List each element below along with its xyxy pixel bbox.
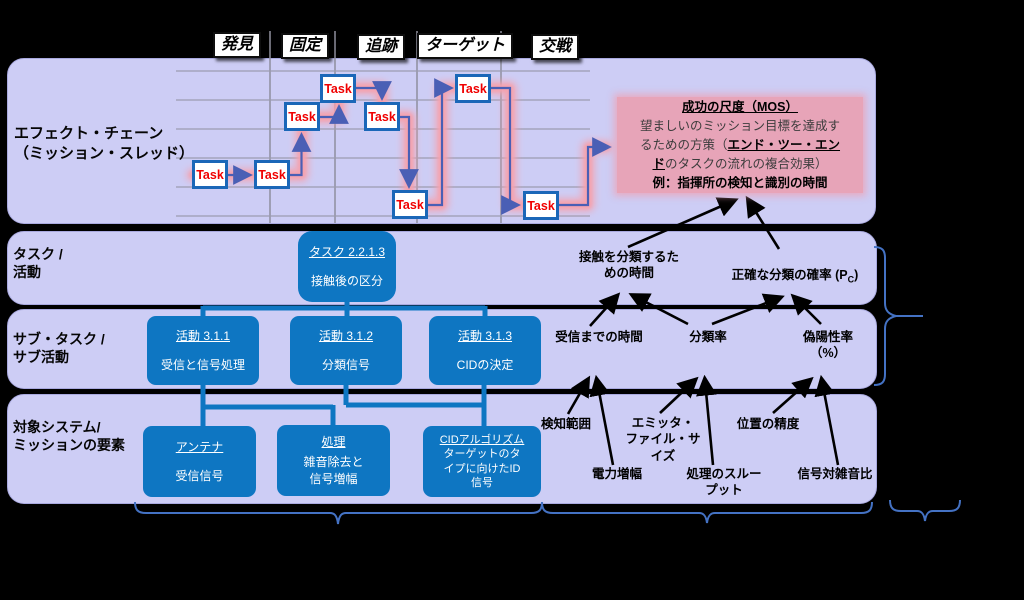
mos-line3: るための方策（エンド・ツー・エン xyxy=(639,138,841,152)
system-processing-box: 処理 雑音除去と 信号増幅 xyxy=(277,425,390,496)
brace-right-vertical xyxy=(873,246,897,386)
panel-task-tier xyxy=(7,231,877,305)
measure-location-accuracy: 位置の精度 xyxy=(736,417,800,431)
brace-bottom-left xyxy=(134,501,543,525)
task-node-2: Task xyxy=(254,160,290,189)
task-node-8: Task xyxy=(523,191,559,220)
measure-power-amplification: 電力増幅 xyxy=(591,467,642,481)
label-subtask-tier: サブ・タスク / サブ活動 xyxy=(13,331,105,366)
mos-title: 成功の尺度（MOS） xyxy=(682,100,798,114)
task-node-3: Task xyxy=(284,102,320,131)
task-node-6: Task xyxy=(392,190,428,219)
phase-header-engage: 交戦 xyxy=(531,34,580,60)
label-system-tier: 対象システム/ ミッションの要素 xyxy=(13,419,125,454)
measure-time-to-classify: 接触を分類するた めの時間 xyxy=(578,250,679,281)
system-cid-algorithm-box: CIDアルゴリズム ターゲットのタ イプに向けたID 信号 xyxy=(423,426,541,497)
brace-bottom-far-right xyxy=(889,499,961,522)
system-processing-body: 雑音除去と 信号増幅 xyxy=(303,455,364,486)
activity-313-box: 活動 3.1.3 CIDの決定 xyxy=(429,316,541,385)
task-node-7: Task xyxy=(455,74,491,103)
task-flow-arrows xyxy=(228,78,612,215)
mos-example: 例：指揮所の検知と識別の時間 xyxy=(652,176,828,190)
activity-313-body: CIDの決定 xyxy=(456,358,514,372)
label-effect-chain: エフェクト・チェーン （ミッション・スレッド） xyxy=(14,125,195,162)
measure-prob-correct-classification: 正確な分類の確率 (PC) xyxy=(731,268,859,285)
activity-312-box: 活動 3.1.2 分類信号 xyxy=(290,316,402,385)
mos-line4: ドのタスクの流れの複合効果） xyxy=(652,157,828,171)
phase-header-fix: 固定 xyxy=(281,33,330,59)
task-node-5: Task xyxy=(364,102,400,131)
activity-311-body: 受信と信号処理 xyxy=(160,358,245,372)
grouping-braces xyxy=(134,246,961,525)
task-2213-box: タスク 2.2.1.3 接触後の区分 xyxy=(298,231,396,302)
measure-time-to-receive: 受信までの時間 xyxy=(555,330,643,344)
system-antenna-body: 受信信号 xyxy=(175,469,224,483)
phase-header-track: 追跡 xyxy=(357,34,406,60)
task-node-4: Task xyxy=(320,74,356,103)
activity-313-title: 活動 3.1.3 xyxy=(457,328,513,343)
system-cid-algorithm-title: CIDアルゴリズム xyxy=(439,433,525,446)
measure-emitter-file-size: エミッタ・ ファイル・サ イズ xyxy=(625,416,701,463)
task-2213-body: 接触後の区分 xyxy=(310,274,383,288)
measure-signal-to-noise-ratio: 信号対雑音比 xyxy=(797,467,873,481)
activity-312-body: 分類信号 xyxy=(321,358,370,372)
phase-header-target: ターゲット xyxy=(417,33,514,59)
activity-312-title: 活動 3.1.2 xyxy=(318,328,374,343)
system-antenna-box: アンテナ 受信信号 xyxy=(143,426,256,497)
measure-processing-throughput: 処理のスルー プット xyxy=(686,467,762,498)
measure-detection-range: 検知範囲 xyxy=(540,417,591,431)
measure-classification-rate: 分類率 xyxy=(689,330,727,344)
brace-bottom-right xyxy=(541,501,873,524)
mos-line2: 望ましいのミッション目標を達成す xyxy=(639,119,840,133)
phase-header-find: 発見 xyxy=(213,32,262,58)
activity-311-box: 活動 3.1.1 受信と信号処理 xyxy=(147,316,259,385)
system-antenna-title: アンテナ xyxy=(175,439,224,454)
task-2213-title: タスク 2.2.1.3 xyxy=(308,244,386,259)
system-processing-title: 処理 xyxy=(321,435,346,450)
label-task-tier: タスク / 活動 xyxy=(13,246,63,281)
system-cid-algorithm-body: ターゲットのタ イプに向けたID 信号 xyxy=(443,448,521,489)
activity-311-title: 活動 3.1.1 xyxy=(175,328,231,343)
measure-false-positive-rate: 偽陽性率 （%） xyxy=(802,330,853,361)
measure-arrows xyxy=(566,195,840,466)
hierarchy-connectors xyxy=(200,298,488,428)
task-node-1: Task xyxy=(192,160,228,189)
mos-callout: 成功の尺度（MOS） 望ましいのミッション目標を達成す るための方策（エンド・ツ… xyxy=(617,97,863,193)
